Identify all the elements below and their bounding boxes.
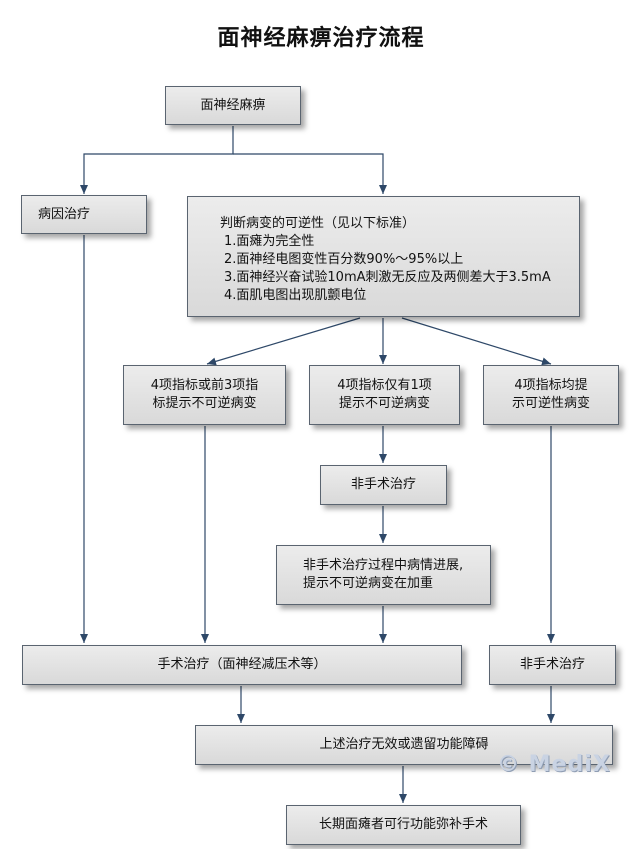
node-start: 面神经麻痹 (165, 86, 301, 125)
criterion-4: 4.面肌电图出现肌颤电位 (224, 288, 367, 303)
node-nonsurgical-treatment: 非手术治疗 (320, 465, 447, 505)
node-reversibility-assessment: 判断病变的可逆性（见以下标准） 1.面瘫为完全性 2.面神经电图变性百分数90%… (187, 196, 580, 317)
watermark-logo: © MediX (497, 752, 611, 777)
node-reversible-branch: 4项指标均提 示可逆性病变 (483, 365, 619, 425)
page-title: 面神经麻痹治疗流程 (217, 26, 425, 51)
node-treatment-failure: 上述治疗无效或遗留功能障碍 (195, 725, 613, 765)
progression-line1: 非手术治疗过程中病情进展, (303, 558, 464, 573)
node-partial-branch: 4项指标仅有1项 提示不可逆病变 (309, 365, 460, 425)
branch-a-line1: 4项指标或前3项指 (150, 378, 259, 393)
criterion-1: 1.面瘫为完全性 (224, 234, 315, 249)
node-progression: 非手术治疗过程中病情进展, 提示不可逆病变在加重 (276, 545, 491, 605)
final-label: 长期面瘫者可行功能弥补手术 (318, 817, 488, 832)
node-nonsurgical-treatment-2: 非手术治疗 (489, 645, 616, 685)
surgery-label: 手术治疗（面神经减压术等） (157, 657, 327, 672)
branch-c-line2: 示可逆性病变 (511, 396, 590, 411)
nonsurgical-1-label: 非手术治疗 (350, 477, 416, 492)
progression-line2: 提示不可逆病变在加重 (303, 576, 434, 591)
branch-c-line1: 4项指标均提 (514, 378, 588, 393)
node-irreversible-branch: 4项指标或前3项指 标提示不可逆病变 (123, 365, 286, 425)
criterion-3: 3.面神经兴奋试验10mA刺激无反应及两侧差大于3.5mA (224, 270, 551, 285)
node-final-surgery: 长期面瘫者可行功能弥补手术 (286, 805, 521, 845)
node-start-label: 面神经麻痹 (200, 97, 266, 113)
connector-start-split (80, 126, 234, 194)
branch-a-line2: 标提示不可逆病变 (152, 396, 257, 411)
connector-assess-c (401, 317, 552, 366)
failure-label: 上述治疗无效或遗留功能障碍 (319, 737, 489, 752)
nonsurgical-2-label: 非手术治疗 (519, 657, 585, 672)
criterion-2: 2.面神经电图变性百分数90%～95%以上 (224, 252, 464, 267)
node-etiology-label: 病因治疗 (38, 206, 91, 222)
connector-start-assess (233, 153, 387, 194)
assessment-title: 判断病变的可逆性（见以下标准） (220, 216, 416, 231)
branch-b-line2: 提示不可逆病变 (338, 396, 430, 411)
node-surgical-treatment: 手术治疗（面神经减压术等） (22, 645, 462, 685)
branch-b-line1: 4项指标仅有1项 (337, 378, 432, 393)
node-etiology-treatment: 病因治疗 (21, 195, 147, 234)
connector-assess-a (206, 317, 361, 366)
